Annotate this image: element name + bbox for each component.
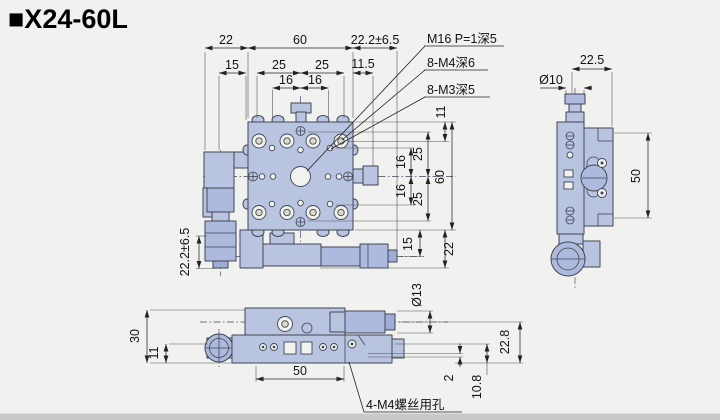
dim-bottom-11: 11 — [147, 346, 161, 359]
front-dimensions-top: 22 60 22.2±6.5 15 25 25 11.5 16 16 — [204, 33, 400, 150]
dim-bottom-2: 2 — [442, 374, 456, 381]
dim-front-right-22: 22 — [442, 242, 456, 256]
dim-bottom-10.8: 10.8 — [470, 375, 484, 399]
page-title: ■X24-60L — [8, 4, 128, 34]
callout-m16: M16 P=1深5 — [427, 32, 497, 46]
callout-m4: 8-M4深6 — [427, 56, 475, 70]
dim-front-25b: 25 — [315, 58, 329, 72]
dim-front-15: 15 — [225, 58, 239, 72]
dim-front-22: 22 — [219, 33, 233, 47]
bottom-base — [204, 333, 405, 364]
side-body — [556, 121, 585, 235]
dim-front-25a: 25 — [272, 58, 286, 72]
side-view: 22.5 Ø10 50 — [539, 53, 652, 288]
dim-front-left-travel: 22.2±6.5 — [178, 228, 192, 277]
dim-front-right-60: 60 — [433, 170, 447, 184]
side-details — [563, 128, 613, 226]
dim-front-right-16a: 16 — [394, 155, 408, 169]
front-dimension-left: 22.2±6.5 — [178, 228, 215, 277]
dim-bottom-22.8: 22.8 — [498, 330, 512, 354]
dim-side-22.5: 22.5 — [580, 53, 604, 67]
bottom-view: 30 11 50 Ø13 22.8 — [128, 283, 523, 413]
dim-bottom-50: 50 — [293, 364, 307, 378]
callout-m3: 8-M3深5 — [427, 83, 475, 97]
left-micrometer — [202, 151, 249, 269]
dim-front-22.2: 22.2±6.5 — [351, 33, 400, 47]
dim-side-dia10: Ø10 — [539, 73, 563, 87]
front-view: 22 60 22.2±6.5 15 25 25 11.5 16 16 — [178, 32, 504, 276]
dim-front-16a: 16 — [279, 73, 293, 87]
top-knob — [290, 102, 312, 123]
dim-front-right-16b: 16 — [394, 184, 408, 198]
dim-front-11.5: 11.5 — [351, 57, 374, 71]
front-callouts: M16 P=1深5 8-M4深6 8-M3深5 — [306, 32, 504, 172]
bottom-border-strip — [0, 413, 720, 420]
front-dimensions-right: 11 25 16 16 25 60 15 22 — [308, 105, 456, 269]
side-dimensions: 22.5 Ø10 50 — [539, 53, 652, 219]
side-top-knob — [564, 93, 586, 123]
dim-bottom-30: 30 — [128, 329, 142, 343]
callout-4m4: 4-M4螺丝用孔 — [366, 398, 445, 412]
dim-front-right-15: 15 — [401, 237, 415, 251]
dim-side-50: 50 — [629, 169, 643, 183]
bottom-top-stage — [244, 307, 396, 336]
dim-front-right-25b: 25 — [411, 192, 425, 206]
dim-front-60: 60 — [293, 33, 307, 47]
right-tab — [352, 165, 379, 186]
dim-front-right-25a: 25 — [411, 147, 425, 161]
dim-front-right-11: 11 — [434, 105, 448, 118]
bottom-dimensions: 30 11 50 Ø13 22.8 — [128, 283, 523, 413]
plate-holes — [248, 126, 353, 227]
side-bottom-knob — [550, 233, 601, 277]
dim-bottom-dia13: Ø13 — [410, 283, 424, 307]
dim-front-16b: 16 — [308, 73, 322, 87]
bottom-micrometer — [239, 229, 398, 269]
